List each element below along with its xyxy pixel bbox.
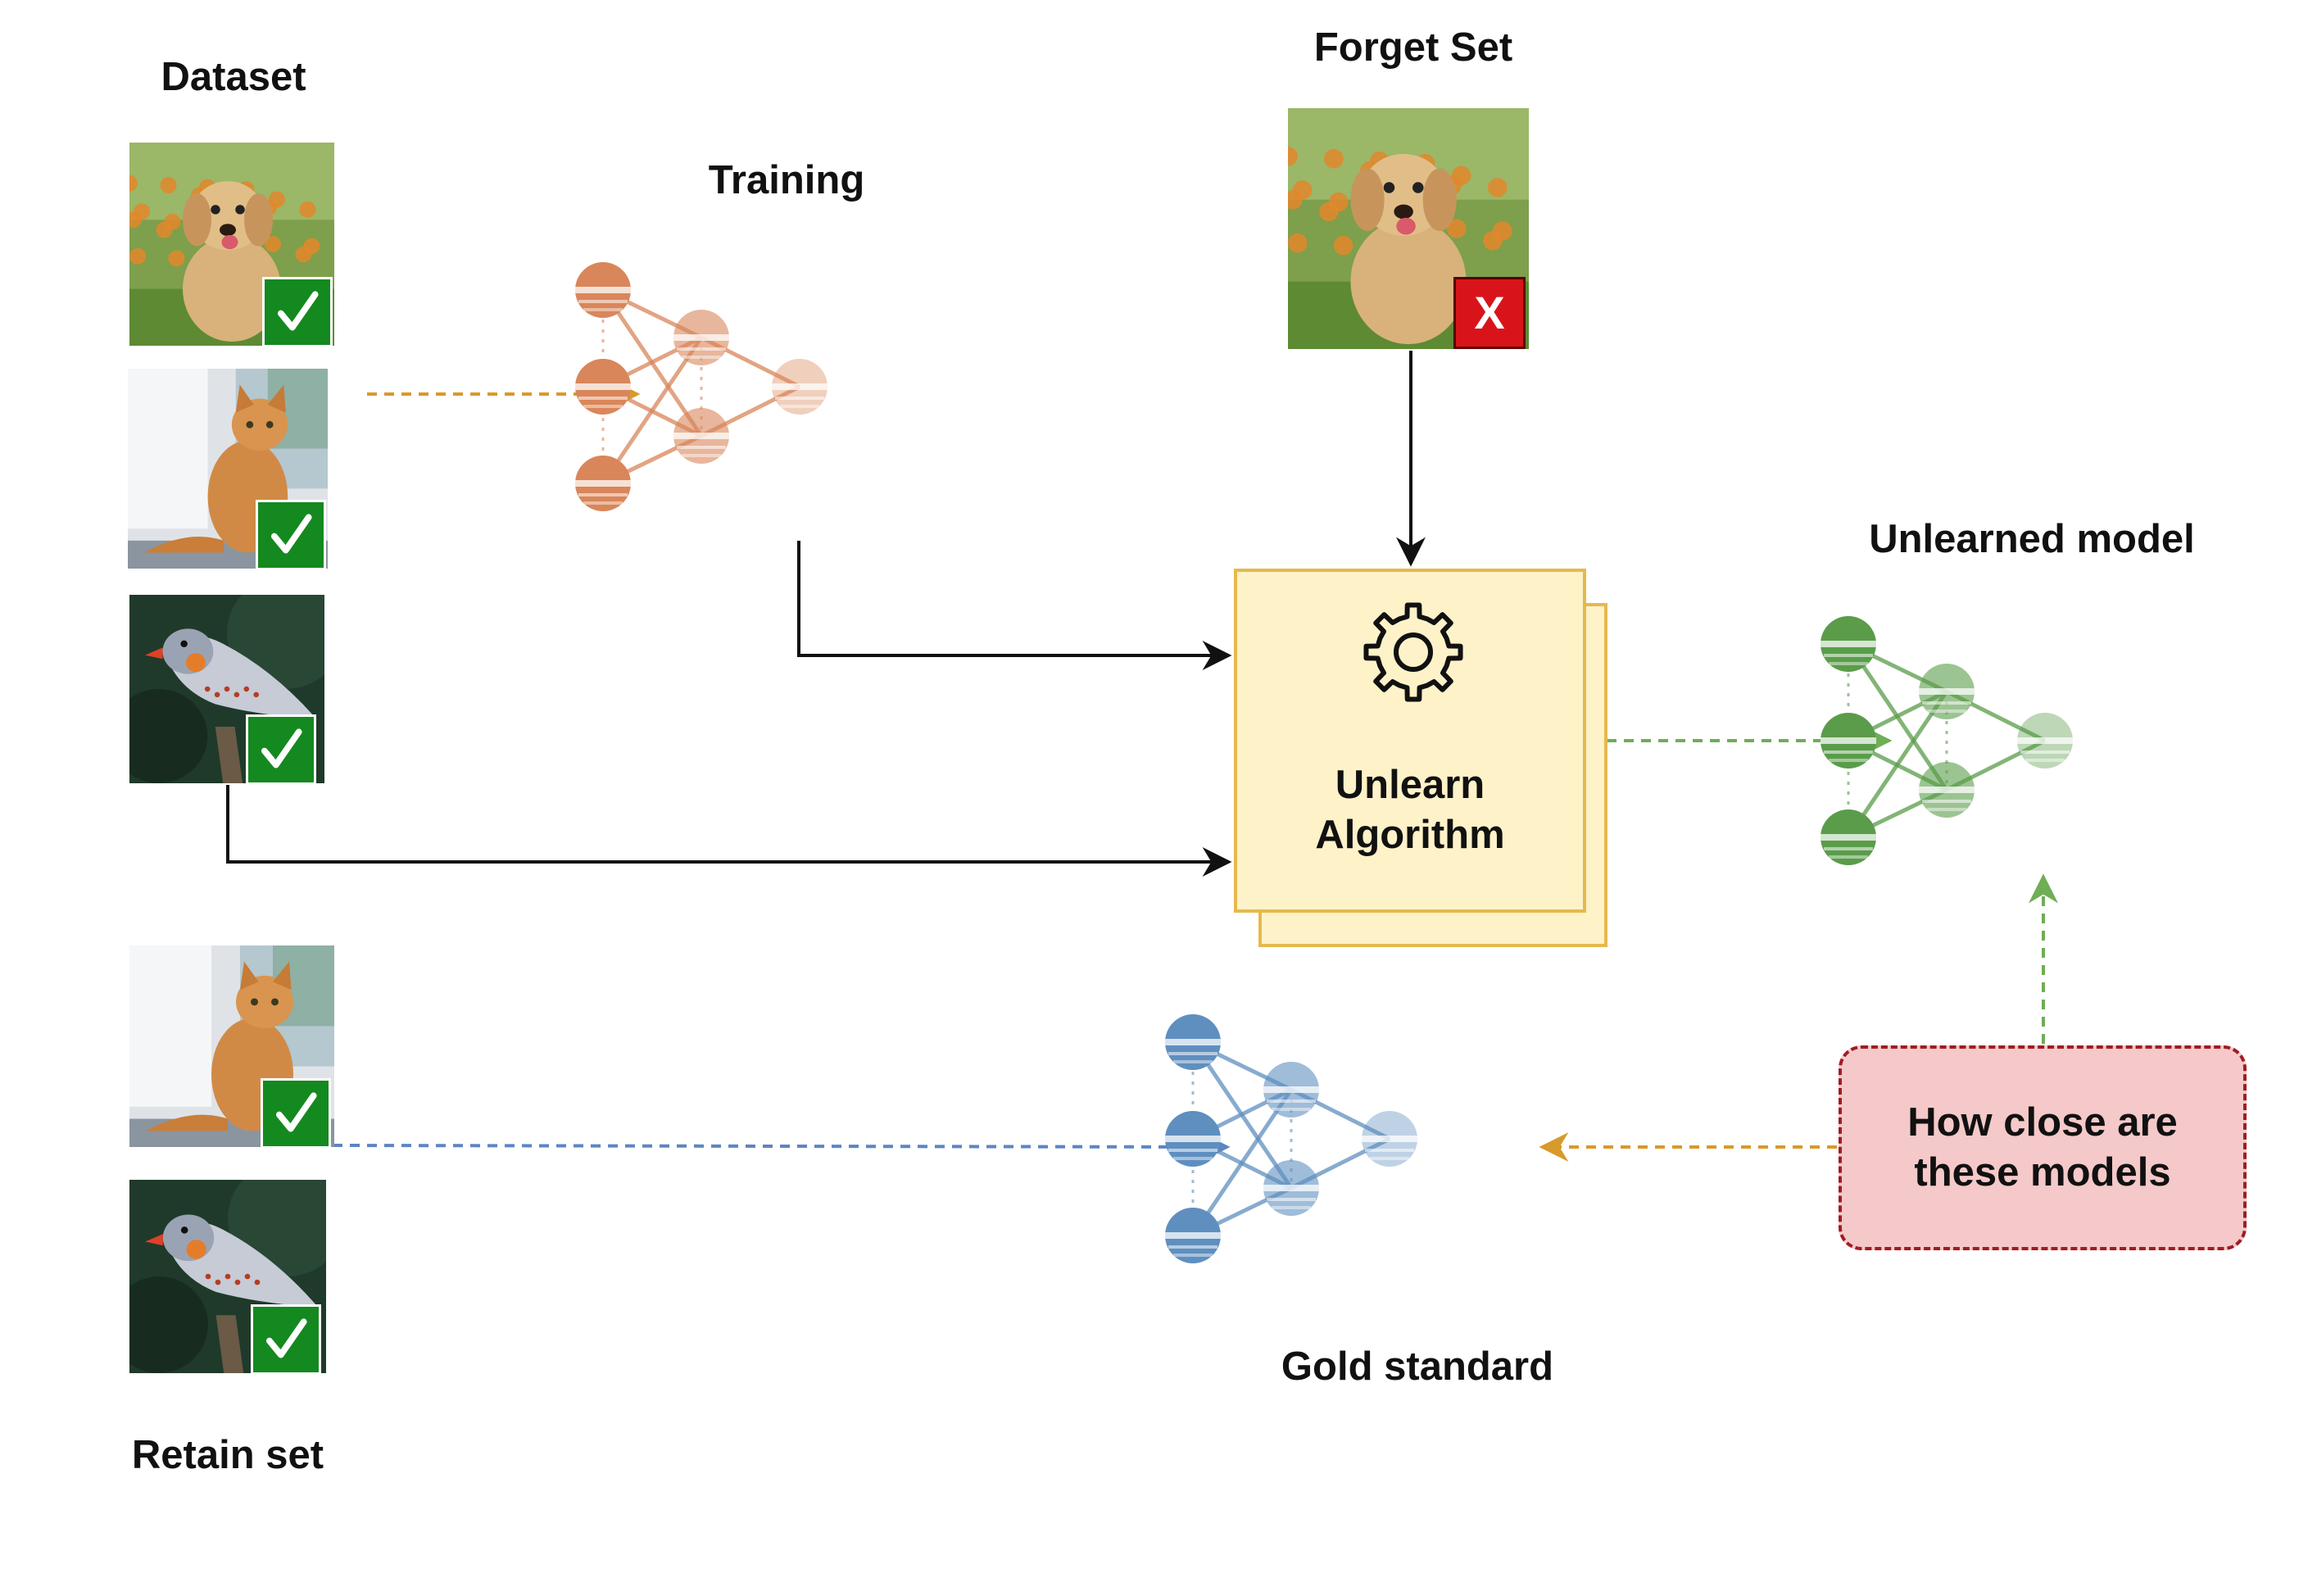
- network-node: [1263, 1160, 1319, 1216]
- network-node: [1263, 1062, 1319, 1118]
- network-node: [673, 408, 729, 464]
- network-node: [575, 359, 631, 415]
- reject-mark: X: [1474, 287, 1505, 338]
- network-node: [772, 359, 828, 415]
- network-node: [575, 262, 631, 318]
- arrow-training-to-algorithm: [797, 541, 1232, 670]
- comparison-question-box: How close are these models: [1839, 1045, 2247, 1250]
- unlearned-model-label: Unlearned model: [1869, 517, 2195, 561]
- checkmark-icon: [277, 291, 319, 331]
- algorithm-title: Unlearn Algorithm: [1315, 763, 1505, 857]
- network-node: [1820, 616, 1876, 672]
- forget-set-reject-badge: X: [1453, 277, 1526, 349]
- checkmark-icon: [265, 1318, 307, 1358]
- training-label: Training: [708, 158, 865, 202]
- dataset-dog-check-badge: [262, 277, 333, 347]
- dataset-cat-check-badge: [256, 500, 326, 570]
- network-node: [575, 456, 631, 511]
- arrow-dataset-to-algorithm: [226, 785, 1232, 877]
- network-node: [1919, 664, 1975, 719]
- unlearn-algorithm-box: Unlearn Algorithm: [1234, 569, 1586, 913]
- network-node: [2017, 713, 2073, 769]
- retain-bird-check-badge: [251, 1304, 321, 1375]
- retain-set-label: Retain set: [131, 1433, 324, 1477]
- arrow-retain-to-gold: [332, 1131, 1231, 1162]
- network-node: [1919, 762, 1975, 818]
- gold-network-icon: [1165, 1014, 1417, 1263]
- network-node: [1165, 1014, 1221, 1070]
- retain-cat-check-badge: [261, 1078, 331, 1149]
- checkmark-icon: [270, 514, 312, 554]
- checkmark-icon: [275, 1092, 317, 1132]
- network-node: [1165, 1111, 1221, 1167]
- network-node: [1820, 809, 1876, 865]
- network-node: [1820, 713, 1876, 769]
- network-node: [1165, 1208, 1221, 1263]
- dataset-bird-check-badge: [246, 714, 316, 785]
- dataset-label: Dataset: [161, 55, 306, 99]
- forget-set-label: Forget Set: [1313, 25, 1513, 70]
- unlearned-network-icon: [1820, 616, 2073, 865]
- network-node: [673, 310, 729, 365]
- gold-standard-label: Gold standard: [1281, 1344, 1554, 1389]
- training-network-icon: [575, 262, 828, 511]
- gear-icon: [1363, 602, 1463, 702]
- network-node: [1362, 1111, 1417, 1167]
- checkmark-icon: [261, 728, 302, 769]
